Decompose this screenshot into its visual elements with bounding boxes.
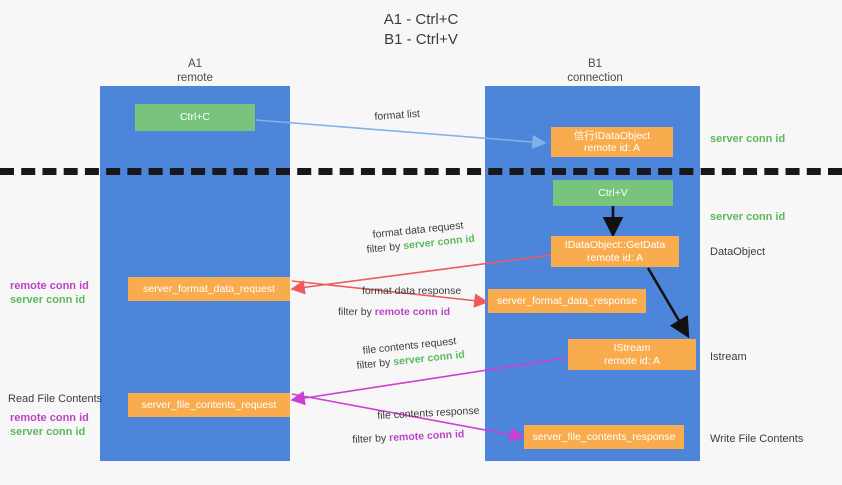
box-server-format-data-response[interactable]: server_format_data_response bbox=[488, 289, 646, 313]
lane-header-b1: B1 connection bbox=[530, 58, 660, 85]
lane-a1-role: remote bbox=[177, 71, 213, 84]
filter-prefix: filter by bbox=[356, 356, 394, 372]
filter-id-remote-conn: remote conn id bbox=[388, 428, 465, 445]
label-file-contents-response: file contents response bbox=[377, 404, 480, 422]
right-label-dataobject: DataObject bbox=[710, 246, 766, 258]
box-istream[interactable]: IStream remote id: A bbox=[568, 339, 696, 370]
box-idataobject-line1: 信行IDataObject bbox=[573, 129, 651, 142]
box-istream-line2: remote id: A bbox=[603, 354, 661, 367]
left-label-remote-conn-id-lower: remote conn id bbox=[10, 412, 89, 424]
title-line-1: A1 - Ctrl+C bbox=[383, 11, 459, 28]
box-idataobject[interactable]: 信行IDataObject remote id: A bbox=[551, 127, 673, 157]
title-line-2: B1 - Ctrl+V bbox=[384, 31, 458, 48]
filter-prefix: filter by bbox=[366, 240, 404, 256]
right-label-write-file-contents: Write File Contents bbox=[710, 433, 804, 445]
box-ctrl-v[interactable]: Ctrl+V bbox=[553, 180, 673, 206]
label-format-data-response: format data response bbox=[362, 285, 462, 297]
filter-prefix: filter by bbox=[338, 306, 375, 318]
lane-b1-role: connection bbox=[567, 71, 623, 84]
box-server-file-contents-response[interactable]: server_file_contents_response bbox=[524, 425, 684, 449]
right-label-server-conn-id-mid: server conn id bbox=[710, 211, 786, 223]
box-ctrl-c[interactable]: Ctrl+C bbox=[135, 104, 255, 131]
lane-a1-name: A1 bbox=[187, 58, 203, 70]
label-file-contents-response-filter: filter by remote conn id bbox=[352, 427, 465, 447]
lane-b1-name: B1 bbox=[587, 58, 603, 70]
left-label-read-file-contents: Read File Contents bbox=[8, 393, 103, 405]
right-label-istream: Istream bbox=[710, 351, 747, 363]
right-label-server-conn-id-top: server conn id bbox=[710, 133, 786, 145]
box-server-format-data-request[interactable]: server_format_data_request bbox=[128, 277, 290, 301]
filter-prefix: filter by bbox=[352, 432, 390, 446]
box-idataobject-getdata[interactable]: IDataObject::GetData remote id: A bbox=[551, 236, 679, 267]
left-label-remote-conn-id-upper: remote conn id bbox=[10, 280, 89, 292]
filter-id-remote-conn: remote conn id bbox=[374, 306, 451, 318]
left-label-server-conn-id-lower: server conn id bbox=[10, 426, 86, 438]
left-label-server-conn-id-upper: server conn id bbox=[10, 294, 86, 306]
label-format-list: format list bbox=[374, 107, 421, 123]
boundary-divider bbox=[0, 168, 842, 175]
label-format-data-response-filter: filter by remote conn id bbox=[338, 305, 450, 319]
box-istream-line1: IStream bbox=[613, 342, 651, 354]
box-getdata-line1: IDataObject::GetData bbox=[564, 239, 666, 251]
box-idataobject-line2: remote id: A bbox=[583, 142, 641, 154]
lane-header-a1: A1 remote bbox=[130, 58, 260, 85]
page-title: A1 - Ctrl+C B1 - Ctrl+V bbox=[0, 10, 842, 50]
box-server-file-contents-request[interactable]: server_file_contents_request bbox=[128, 393, 290, 417]
box-getdata-line2: remote id: A bbox=[586, 251, 644, 264]
